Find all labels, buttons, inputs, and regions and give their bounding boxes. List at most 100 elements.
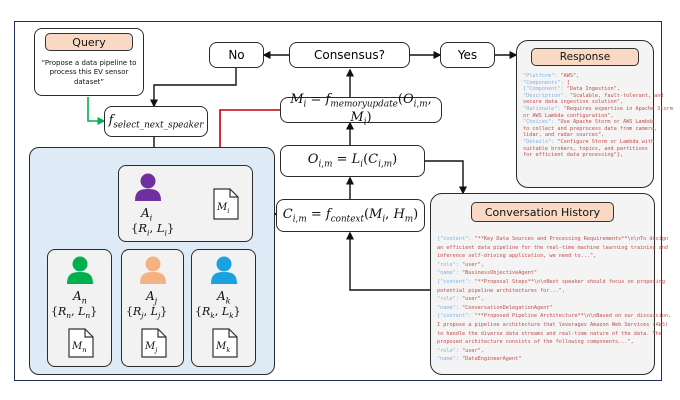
query-to-selector-arrow — [87, 97, 106, 125]
response-code-line: lidar, and radar sources", — [523, 132, 605, 139]
history-to-context-arrow — [346, 231, 430, 291]
conversation-history-panel: Conversation History {"content": "**Key … — [430, 193, 671, 375]
agent-j-set: {Rj, Lj} — [126, 305, 168, 321]
response-panel: Response "Platform": "AWS","Components":… — [516, 40, 673, 188]
response-code-line: "Details": "Configure Storm or Lambda wi… — [523, 139, 655, 145]
agent-j-memory-letter: M — [145, 341, 156, 352]
agent-main-set: {Ri, Li} — [131, 221, 175, 238]
agent-main-memory: Mi — [217, 202, 229, 215]
consensus-label: Consensus? — [313, 48, 386, 62]
history-code-line: proposed architecture consists of the fo… — [437, 339, 634, 346]
agent-n-memory-sub: n — [82, 346, 87, 354]
yes-node: Yes — [440, 42, 495, 68]
agent-person-icon-main — [135, 173, 161, 201]
response-code-line: "Rationale": "Requires expertise in Apac… — [523, 106, 673, 112]
agent-main-sub: i — [149, 212, 153, 223]
history-code-line: "role": "user", — [437, 347, 484, 354]
agent-main-letter: A — [141, 206, 150, 220]
no-label: No — [228, 48, 245, 62]
agent-k-letter: A — [217, 289, 226, 303]
history-title-label: Conversation History — [484, 205, 601, 219]
context-node: Ci,m = fcontext(Mi, Hm) — [276, 199, 425, 232]
response-code-line: or AWS Lambda configuration", — [523, 112, 614, 119]
output-node: Oi,m = Li(Ci,m) — [280, 145, 425, 177]
agent-k-name: Ak — [217, 289, 231, 305]
response-code-line: "Components": [ — [523, 79, 570, 86]
output-formula: Oi,m = Li(Ci,m) — [307, 152, 398, 170]
agent-card-k: Ak {Rk, Lk} Mk — [191, 249, 256, 367]
agent-j-memory: Mj — [145, 341, 157, 354]
response-code-line: "Platform": "AWS", — [523, 73, 580, 79]
no-node: No — [209, 42, 264, 68]
agent-card-main: Ai {Ri, Li} Mi — [118, 165, 253, 242]
history-code-line: I propose a pipeline architecture that l… — [437, 322, 669, 328]
agent-j-letter: A — [146, 289, 155, 303]
history-title: Conversation History — [471, 202, 614, 222]
query-title: Query — [45, 33, 133, 51]
memory-document-icon-k — [212, 328, 238, 358]
agent-main-name: Ai — [141, 206, 152, 222]
history-code-line: inference self-driving application, we n… — [437, 253, 597, 260]
agent-j-memory-sub: j — [155, 346, 158, 354]
agent-n-memory: Mn — [72, 341, 87, 354]
history-code-line: potential pipeline architectures for..."… — [437, 287, 566, 294]
history-code-line: "name": "ConversationDelegationAgent" — [437, 304, 553, 311]
history-code-line: to handle the diverse data streams and r… — [437, 330, 662, 337]
context-formula: Ci,m = fcontext(Mi, Hm) — [282, 206, 419, 225]
history-code-line: {"content": "**Proposed Pipeline Archite… — [437, 313, 672, 320]
no-to-selector-arrow — [150, 68, 237, 108]
agent-j-name: Aj — [146, 289, 157, 305]
agent-n-letter: A — [73, 289, 82, 303]
agent-main-memory-letter: M — [217, 202, 228, 213]
history-code-line: {"content": "**Key Data Sources and Proc… — [437, 236, 669, 242]
history-code-line: "role": "user", — [437, 296, 484, 303]
agent-k-set: {Rk, Lk} — [195, 305, 241, 321]
agent-k-memory-sub: k — [226, 346, 231, 354]
response-code-line: suitable brokers, topics, and partitions — [523, 145, 648, 152]
speaker-selector-formula: fselect_next_speaker — [109, 113, 204, 131]
history-code-line: "role": "user", — [437, 261, 484, 268]
history-code-line: {"content": "**Proposal Steps**\n\nNext … — [437, 279, 665, 285]
yes-label: Yes — [457, 48, 478, 62]
agent-main-memory-sub: i — [227, 207, 230, 215]
memory-update-formula: Mi = fmemoryupdate(Oi,m, Mi) — [290, 92, 432, 128]
selector-sub: select_next_speaker — [113, 120, 204, 131]
output-lhs: O — [307, 152, 319, 168]
agent-n-name: An — [73, 289, 87, 305]
agent-k-memory-letter: M — [216, 341, 227, 352]
agent-person-icon-n — [67, 256, 93, 284]
agent-n-set: {Rn, Ln} — [51, 305, 98, 321]
selector-f: f — [108, 112, 114, 128]
response-code-line: to collect and preprocess data from came… — [523, 125, 658, 132]
agent-person-icon-j — [140, 256, 166, 284]
agent-k-memory: Mk — [216, 341, 230, 354]
diagram-frame — [14, 21, 662, 381]
response-code-line: secure data ingestion solution", — [523, 99, 623, 106]
query-title-label: Query — [72, 35, 106, 49]
output-to-history-arrow — [425, 160, 467, 195]
memory-update-lhs: M — [290, 92, 304, 108]
history-code-line: "name": "BusinessObjectiveAgent" — [437, 270, 537, 277]
memory-document-icon-n — [68, 328, 94, 358]
speaker-selector-node: fselect_next_speaker — [104, 106, 208, 137]
history-code-line: "name": "DataEngineerAgent" — [437, 356, 522, 363]
context-lhs: C — [282, 206, 293, 222]
agent-card-n: An {Rn, Ln} Mn — [47, 249, 112, 367]
consensus-node: Consensus? — [289, 42, 410, 68]
response-title-label: Response — [559, 51, 611, 63]
query-box: Query “Propose a data pipeline to proces… — [34, 28, 144, 96]
agent-person-icon-k — [211, 256, 237, 284]
response-code-line: "Description": "Scalable, fault-tolerant… — [523, 92, 664, 99]
response-code-line: {"Component": "Data Ingestion", — [523, 86, 620, 93]
memory-document-icon-main — [213, 188, 239, 220]
agent-card-j: Aj {Rj, Lj} Mj — [121, 249, 184, 367]
agent-n-memory-letter: M — [72, 341, 83, 352]
response-title: Response — [531, 48, 639, 66]
response-code-line: for efficient data processing"}, — [523, 152, 623, 159]
response-code-line: "Choices": "Use Apache Storm or AWS Lamb… — [523, 119, 655, 126]
history-code-line: an efficient data pipeline for the real-… — [437, 244, 669, 251]
memory-update-node: Mi = fmemoryupdate(Oi,m, Mi) — [280, 92, 442, 128]
agent-n-sub: n — [81, 295, 87, 306]
agent-j-sub: j — [154, 295, 158, 306]
